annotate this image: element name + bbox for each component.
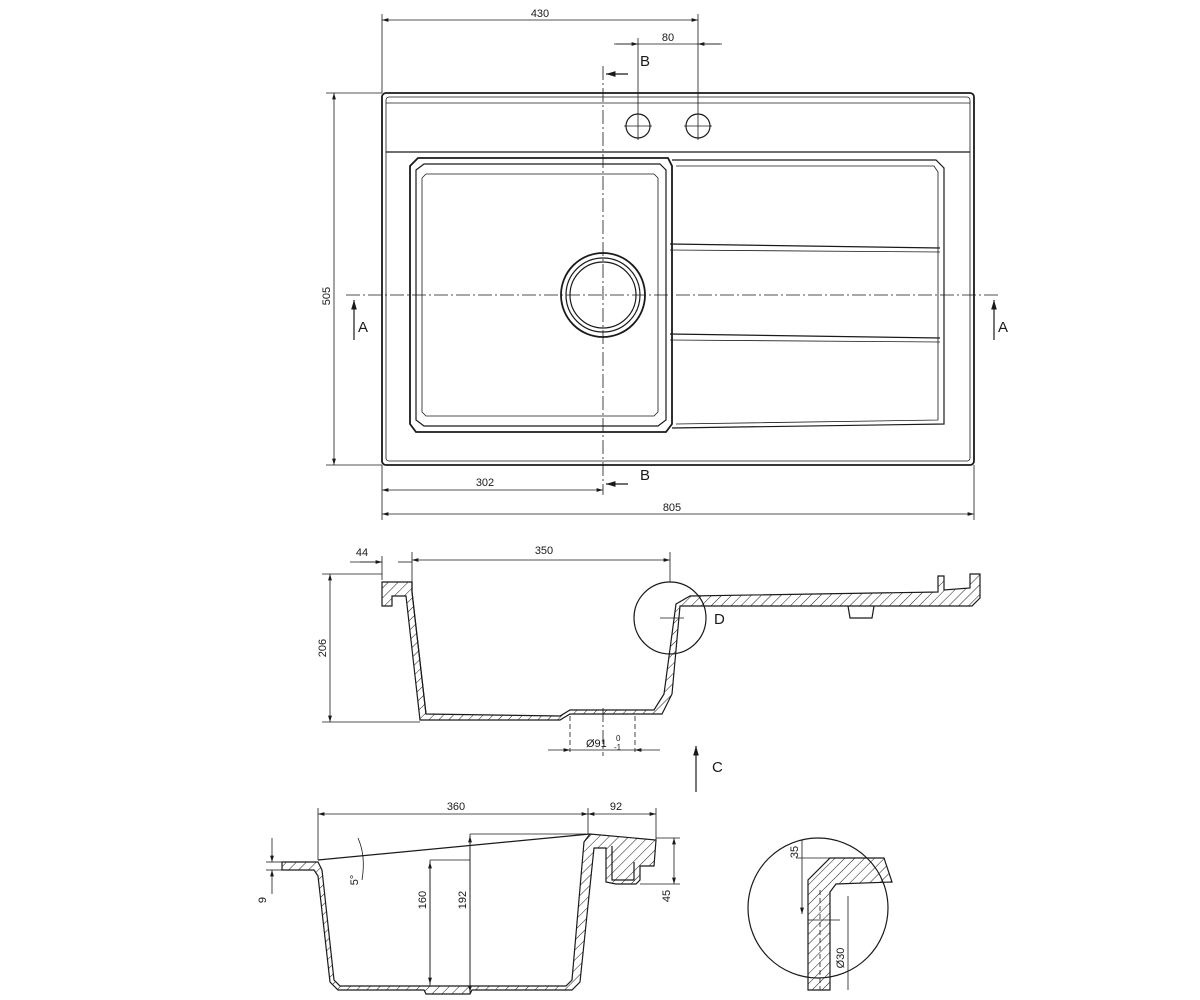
svg-text:350: 350 [535, 545, 553, 557]
svg-text:80: 80 [662, 32, 674, 44]
svg-text:160: 160 [417, 891, 429, 909]
svg-text:35: 35 [789, 846, 801, 858]
dimension-206: 206 [317, 573, 420, 723]
drainboard-outline [671, 159, 945, 429]
dimension-302: 302 [381, 465, 603, 496]
section-a-label-right: A [998, 319, 1008, 336]
svg-text:0: 0 [616, 734, 621, 743]
view-c-marker: C [693, 746, 723, 792]
svg-text:5°: 5° [349, 875, 361, 886]
dimension-drain-diameter: Ø91 0 -1 [548, 734, 660, 752]
dimension-45: 45 [640, 837, 680, 902]
svg-text:92: 92 [610, 801, 622, 813]
section-b-marker-bottom: B [606, 467, 650, 487]
dimension-44: 44 [350, 547, 412, 580]
section-b-label-bottom: B [640, 467, 650, 484]
section-a-marker-left: A [351, 300, 368, 340]
dimension-430: 430 [381, 8, 699, 112]
dimension-192: 192 [457, 836, 472, 992]
dimension-30: Ø30 [835, 896, 849, 990]
section-a-marker-right: A [991, 300, 1008, 340]
section-a-view: D 44 350 206 Ø91 0 [317, 545, 981, 792]
svg-text:302: 302 [476, 477, 494, 489]
detail-d-label: D [714, 611, 725, 628]
tap-hole-right-icon [684, 112, 712, 140]
section-b-marker-top: B [606, 53, 650, 77]
svg-text:44: 44 [356, 547, 368, 559]
svg-text:192: 192 [457, 891, 469, 909]
view-c-label: C [712, 759, 723, 776]
dimension-80: 80 [614, 32, 722, 112]
svg-text:9: 9 [257, 897, 269, 903]
svg-text:360: 360 [447, 801, 465, 813]
section-b-view: 160 192 360 92 45 [257, 801, 680, 995]
svg-text:Ø91: Ø91 [586, 738, 607, 750]
dimension-92: 92 [588, 801, 657, 840]
dimension-160: 160 [417, 862, 432, 984]
dimension-505: 505 [321, 92, 382, 466]
sink-outline [381, 92, 975, 466]
svg-text:-1: -1 [614, 743, 622, 752]
svg-text:430: 430 [531, 8, 549, 20]
section-b-label-top: B [640, 53, 650, 70]
svg-text:505: 505 [321, 287, 333, 305]
svg-text:206: 206 [317, 639, 329, 657]
dimension-350: 350 [411, 545, 671, 582]
section-a-label-left: A [358, 319, 368, 336]
dimension-360: 360 [317, 801, 589, 860]
dimension-angle: 5° [349, 837, 364, 886]
tap-hole-left-icon [624, 112, 652, 140]
dimension-35: 35 [789, 840, 832, 914]
dimension-9: 9 [257, 838, 282, 903]
svg-text:805: 805 [663, 502, 681, 514]
bowl-outline [409, 157, 673, 433]
plan-view: A A B B 430 80 [321, 8, 1008, 520]
svg-text:45: 45 [661, 890, 673, 902]
svg-text:Ø30: Ø30 [835, 948, 847, 969]
dimension-805: 805 [381, 465, 975, 520]
detail-d-view: 35 Ø30 [747, 837, 893, 991]
